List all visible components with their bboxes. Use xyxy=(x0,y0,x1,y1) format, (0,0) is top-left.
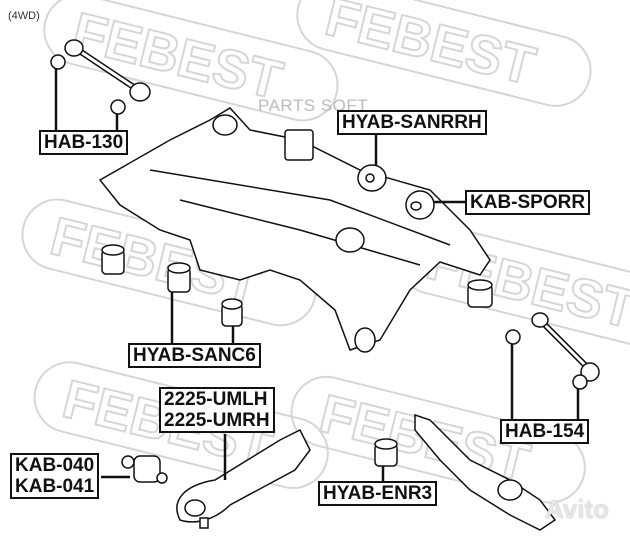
kab-040-bushing-part xyxy=(121,455,168,484)
label-2225-umrh: 2225-UMRH xyxy=(164,410,270,431)
label-hab-130: HAB-130 xyxy=(39,130,129,155)
label-hyab-sanc6: HYAB-SANC6 xyxy=(128,343,261,368)
avito-watermark: Avito xyxy=(545,494,610,524)
variant-note: (4WD) xyxy=(8,10,40,22)
trailing-arm-part xyxy=(176,428,311,529)
label-hyab-enr3: HYAB-ENR3 xyxy=(318,481,438,506)
label-trailing-arm: 2225-UMLH 2225-UMRH xyxy=(159,387,275,433)
label-kab-041: KAB-041 xyxy=(15,476,95,497)
svg-text:FEBEST: FEBEST xyxy=(320,0,541,97)
label-hab-154: HAB-154 xyxy=(500,419,590,444)
hab-130-link-part xyxy=(50,39,151,115)
label-kab-040-041: KAB-040 KAB-041 xyxy=(10,453,100,499)
label-kab-sporr: KAB-SPORR xyxy=(465,190,591,215)
bushing-parts xyxy=(101,164,493,467)
label-2225-umlh: 2225-UMLH xyxy=(164,389,268,410)
label-hyab-sanrrh: HYAB-SANRRH xyxy=(337,110,487,135)
lower-arm-part xyxy=(414,413,557,531)
subframe-part xyxy=(98,107,491,353)
label-kab-040: KAB-040 xyxy=(15,455,95,476)
leader-lines xyxy=(54,68,580,482)
hab-154-link-part xyxy=(505,312,600,390)
